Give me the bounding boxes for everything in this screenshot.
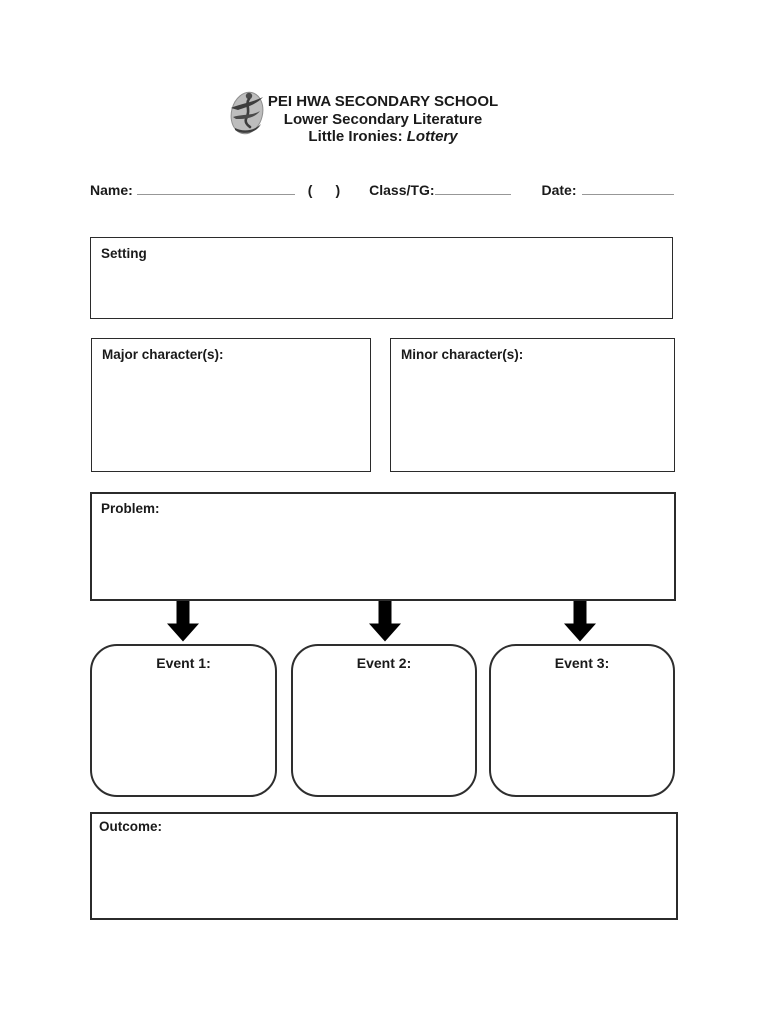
school-crest-icon [230, 91, 264, 135]
unit-line: Little Ironies: Lottery [90, 128, 676, 146]
minor-characters-box: Minor character(s): [390, 338, 675, 472]
setting-label: Setting [101, 246, 147, 261]
outcome-box: Outcome: [90, 812, 678, 920]
down-arrow-icon [369, 601, 401, 642]
unit-prefix: Little Ironies: [308, 128, 407, 145]
school-name: PEI HWA SECONDARY SCHOOL [267, 93, 499, 110]
minor-characters-label: Minor character(s): [401, 347, 524, 362]
major-characters-label: Major character(s): [102, 347, 224, 362]
date-label: Date: [541, 182, 577, 198]
event-2-label: Event 2: [356, 655, 412, 671]
worksheet-header: PEI HWA SECONDARY SCHOOL Lower Secondary… [90, 93, 676, 146]
name-label: Name: [90, 182, 133, 198]
name-blank-line [136, 182, 295, 195]
paren-open: ( [307, 182, 313, 198]
event-3-box: Event 3: [489, 644, 675, 797]
problem-box: Problem: [90, 492, 676, 601]
down-arrow-icon [167, 601, 199, 642]
unit-title: Lottery [406, 128, 458, 145]
event-2-box: Event 2: [291, 644, 477, 797]
major-characters-box: Major character(s): [91, 338, 371, 472]
event-1-box: Event 1: [90, 644, 277, 797]
subject-line: Lower Secondary Literature [283, 110, 483, 128]
problem-label: Problem: [101, 501, 160, 516]
class-label: Class/TG: [369, 182, 435, 198]
down-arrow-icon [564, 601, 596, 642]
student-info-row: Name: () Class/TG: Date: [90, 182, 690, 198]
date-blank-line [581, 182, 674, 195]
outcome-label: Outcome: [99, 819, 163, 834]
class-blank-line [434, 182, 511, 195]
setting-box: Setting [90, 237, 673, 319]
paren-close: ) [335, 182, 341, 198]
event-1-label: Event 1: [156, 655, 211, 671]
event-3-label: Event 3: [554, 655, 610, 671]
